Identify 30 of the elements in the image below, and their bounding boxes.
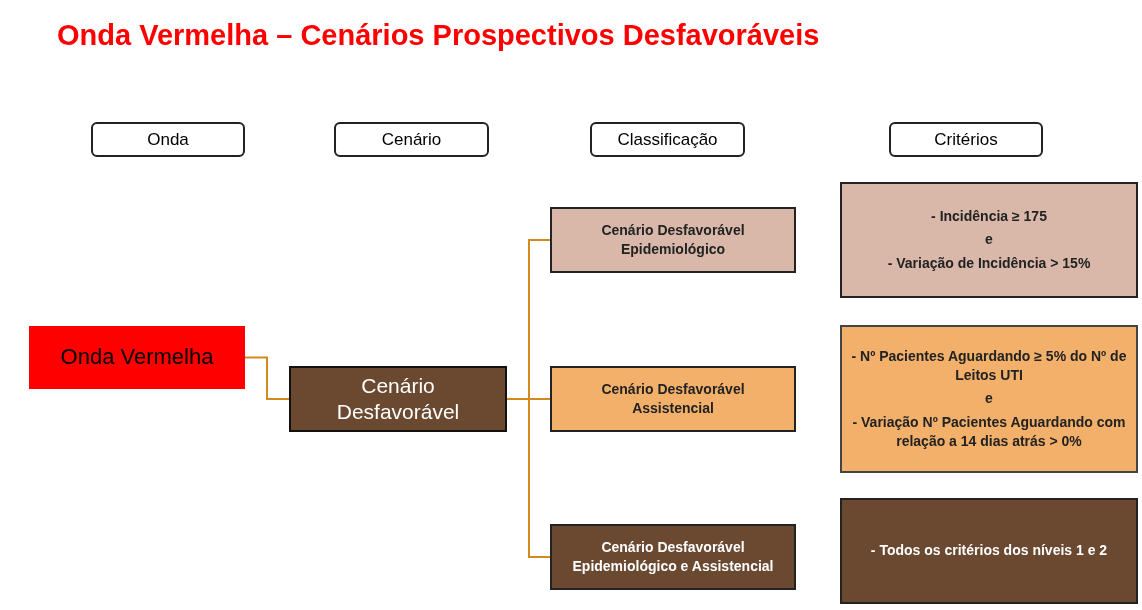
node-text: e [985,389,993,409]
node-text: Onda [147,128,189,151]
node-text: Cenário Desfavorável Epidemiológico e Assistencial [571,537,775,576]
node-text: Cenário Desfavorável Assistencial [600,379,746,418]
node-text: - Incidência ≥ 175 [931,207,1047,227]
column-header [889,122,1043,157]
node-text: - Variação de Incidência > 15% [887,253,1091,273]
node-text: Onda Vermelha [60,343,214,372]
node-text: - Variação Nº Pacientes Aguardando com relação a 14 dias atrás > 0% [851,412,1127,451]
classification-box [550,207,796,273]
criteria-box [840,325,1138,473]
column-header [91,122,245,157]
node-text: Cenário Desfavorável Epidemiológico [600,220,746,259]
node-text: Cenário Desfavorável [335,372,461,425]
criteria-box [840,498,1138,604]
classification-box [550,366,796,432]
column-header [590,122,745,157]
wave-box [29,326,245,389]
column-header [334,122,489,157]
node-text: Critérios [934,128,998,151]
node-text: Classificação [617,128,718,151]
node-text: e [985,230,993,250]
title: Onda Vermelha – Cenários Prospectivos Desfavoráveis [57,18,820,53]
connector-line [244,356,290,400]
classification-box [550,524,796,590]
connector-line [506,398,551,558]
scenario-box [289,366,507,432]
node-text: - Todos os critérios dos níveis 1 e 2 [870,541,1108,561]
criteria-box [840,182,1138,298]
node-text: Cenário [381,128,442,151]
